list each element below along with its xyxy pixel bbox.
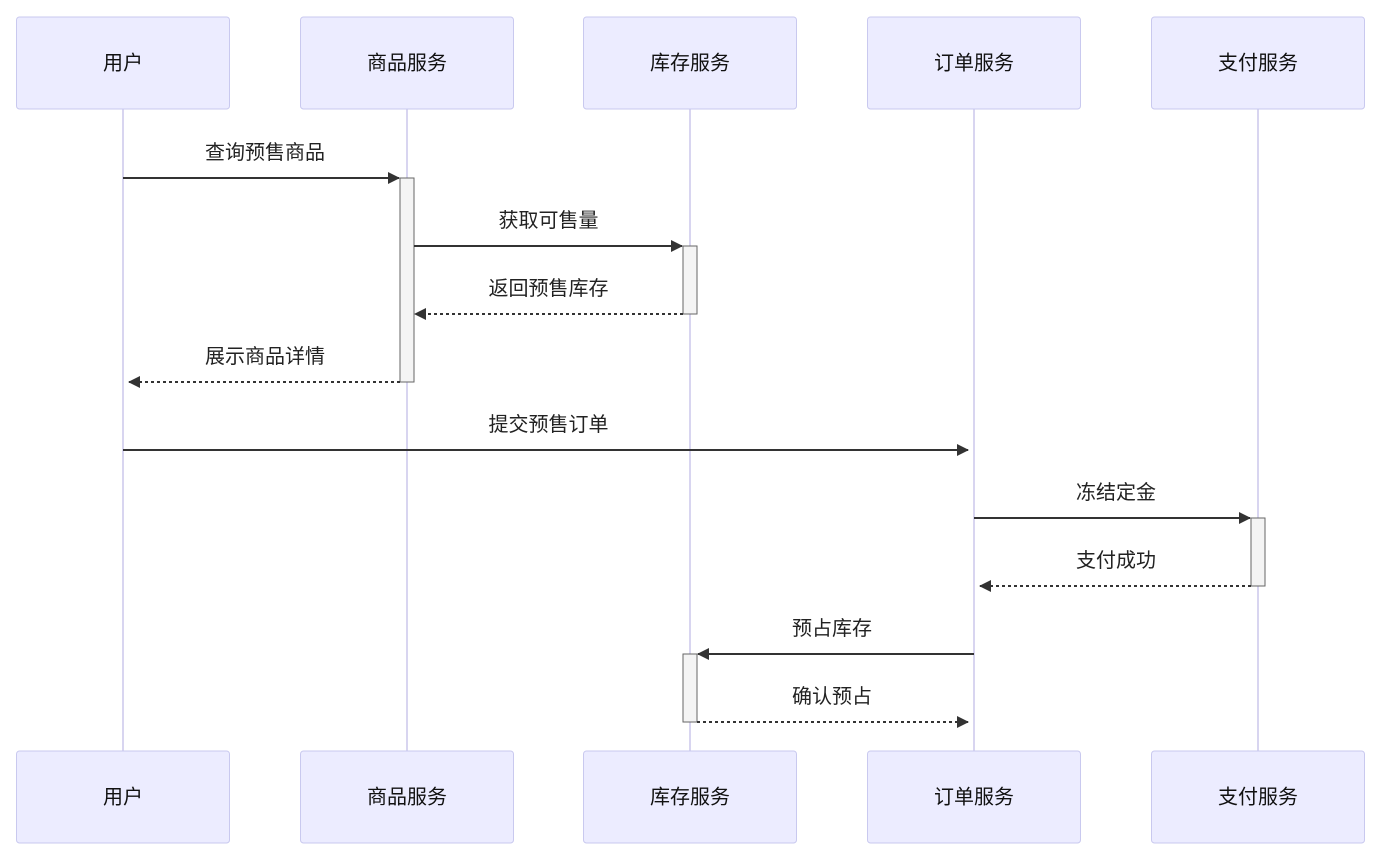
actor-label: 支付服务 [1218,51,1298,75]
actor-box [16,16,230,110]
actor-box [583,16,797,110]
actor-order-top: 订单服务 [867,16,1081,110]
actor-user-bottom: 用户 [16,750,230,844]
activation-bar-inventory [682,245,698,315]
actor-label: 用户 [103,51,143,75]
actor-box [1151,16,1365,110]
actor-label: 订单服务 [934,51,1014,75]
actor-user-top: 用户 [16,16,230,110]
actor-payment-top: 支付服务 [1151,16,1365,110]
actor-label: 支付服务 [1218,785,1298,809]
message-3: 返回预售库存 [414,276,683,320]
actor-label: 订单服务 [934,785,1014,809]
message-label: 查询预售商品 [205,140,325,164]
actor-label: 商品服务 [367,785,447,809]
message-2: 获取可售量 [414,208,683,252]
message-4: 展示商品详情 [128,344,400,388]
actor-box [867,16,1081,110]
activations-layer [399,177,1266,723]
activation-bar-payment [1250,517,1266,587]
message-7: 支付成功 [979,548,1251,592]
message-5: 提交预售订单 [123,412,969,456]
actor-box [16,750,230,844]
message-9: 确认预占 [697,684,969,728]
message-label: 冻结定金 [1076,480,1156,504]
actor-product-top: 商品服务 [300,16,514,110]
actor-inventory-bottom: 库存服务 [583,750,797,844]
actor-label: 用户 [103,785,143,809]
actor-label: 商品服务 [367,51,447,75]
messages-layer: 查询预售商品获取可售量返回预售库存展示商品详情提交预售订单冻结定金支付成功预占库… [123,140,1251,728]
message-6: 冻结定金 [974,480,1251,524]
message-8: 预占库存 [697,616,974,660]
message-label: 获取可售量 [499,208,599,232]
message-label: 提交预售订单 [489,412,609,436]
message-label: 展示商品详情 [205,344,325,368]
message-label: 支付成功 [1076,548,1156,572]
actor-payment-bottom: 支付服务 [1151,750,1365,844]
actor-order-bottom: 订单服务 [867,750,1081,844]
actor-box [1151,750,1365,844]
actor-label: 库存服务 [650,785,730,809]
actor-box [867,750,1081,844]
message-label: 预占库存 [792,616,872,640]
message-label: 确认预占 [792,684,872,708]
activation-bar-inventory [682,653,698,723]
message-label: 返回预售库存 [489,276,609,300]
activation-bar-product [399,177,415,383]
actor-box [300,750,514,844]
actor-label: 库存服务 [650,51,730,75]
message-1: 查询预售商品 [123,140,400,184]
actor-box [583,750,797,844]
actor-box [300,16,514,110]
actor-product-bottom: 商品服务 [300,750,514,844]
actor-inventory-top: 库存服务 [583,16,797,110]
